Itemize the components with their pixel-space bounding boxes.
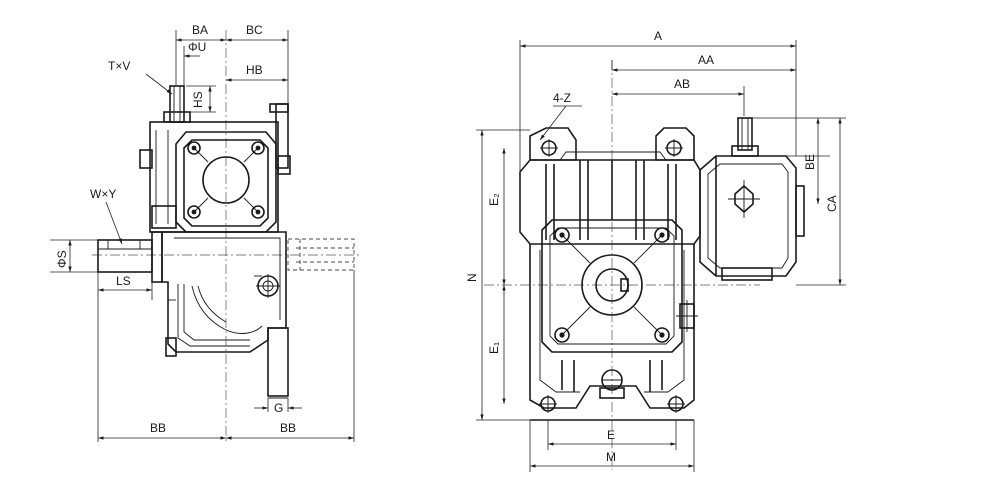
flange-bolt — [187, 141, 201, 155]
main-housing-body — [161, 231, 287, 357]
flange-bolt — [251, 205, 265, 219]
label-BC: BC — [246, 23, 263, 37]
label-4-Z: 4-Z — [553, 91, 571, 105]
output-shaft-dashed — [287, 238, 355, 271]
label-N: N — [465, 273, 479, 282]
label-phiU: ΦU — [188, 40, 206, 54]
input-housing-block — [139, 121, 279, 233]
label-M: M — [606, 450, 616, 464]
output-bore-outer — [581, 254, 643, 316]
top-input-shaft — [163, 85, 191, 123]
label-BE: BE — [803, 154, 817, 170]
flange-bolt — [187, 205, 201, 219]
label-CA: CA — [825, 195, 839, 212]
front-square-flange — [541, 219, 683, 353]
label-TxV: T×V — [108, 59, 130, 73]
right-input-shaft — [737, 117, 753, 151]
label-E: E — [607, 428, 615, 442]
label-WxY: W×Y — [90, 187, 116, 201]
output-keyway — [620, 278, 629, 292]
front-view: A AA AB 4-Z E₂ N E₁ BE CA E M — [465, 29, 846, 472]
flange-bolt-bl — [554, 327, 570, 343]
right-input-housing — [699, 117, 805, 281]
flange-bolt-tl — [554, 227, 570, 243]
label-BB-left: BB — [150, 421, 166, 435]
label-E1: E₁ — [487, 342, 501, 354]
flange-bolt — [251, 141, 265, 155]
flange-bolt-tr — [654, 227, 670, 243]
label-LS: LS — [116, 274, 131, 288]
flange-bolt-br — [654, 327, 670, 343]
label-BB-right: BB — [280, 421, 296, 435]
label-AA: AA — [698, 53, 714, 67]
label-HB: HB — [246, 63, 263, 77]
front-main-housing — [529, 244, 698, 421]
label-A: A — [654, 29, 662, 43]
label-HS: HS — [191, 91, 205, 108]
label-E2: E₂ — [487, 193, 501, 206]
side-view: BA BC ΦU T×V HB HS W×Y ΦS LS G BB BB — [50, 23, 362, 442]
square-flange — [175, 131, 277, 233]
label-AB: AB — [674, 77, 690, 91]
worm-housing-ribbed — [519, 151, 701, 245]
label-phiS: ΦS — [55, 250, 69, 268]
label-G: G — [274, 401, 283, 415]
label-BA: BA — [192, 23, 208, 37]
